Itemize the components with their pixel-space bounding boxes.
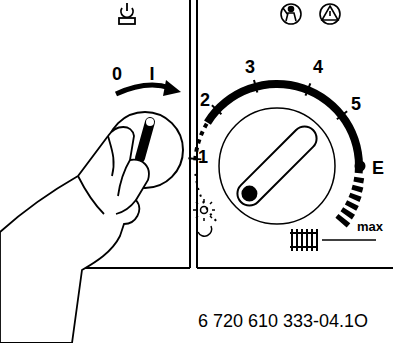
- hand: [0, 127, 149, 343]
- switch-position-off: 0: [112, 65, 122, 83]
- scale-dash: [349, 193, 362, 202]
- dial-number: 1: [198, 148, 208, 166]
- scale-dot-marker: [355, 161, 366, 172]
- dial-setting: max: [357, 220, 383, 233]
- power-symbol: [119, 3, 135, 24]
- switch-arrow: [116, 80, 181, 96]
- dial-number: 2: [200, 91, 210, 109]
- panel-divider: [189, 0, 191, 268]
- scale-dot: [199, 194, 202, 197]
- figure-number: 6 720 610 333-04.1O: [198, 312, 368, 330]
- dial-knob: [219, 108, 335, 224]
- dial-number: 4: [313, 58, 323, 76]
- scale-tick: [337, 111, 347, 119]
- scale-band: [204, 80, 363, 173]
- scale-dot: [197, 188, 200, 191]
- scale-dash: [203, 123, 209, 129]
- panel-edge: [197, 267, 393, 269]
- scale-dot: [209, 213, 212, 216]
- day-night-symbol: [193, 199, 215, 236]
- scale-dash: [353, 177, 364, 184]
- scale-dash: [335, 214, 350, 228]
- dial-setting: E: [372, 159, 384, 177]
- scale-tick: [254, 80, 257, 93]
- scale-dash: [345, 200, 359, 211]
- dial-number: 3: [245, 58, 255, 76]
- switch-position-on: I: [149, 65, 154, 83]
- dial-number: 5: [351, 95, 361, 113]
- scale-dot: [194, 174, 196, 176]
- dial-pointer: [232, 121, 321, 210]
- scale-dash: [199, 131, 204, 137]
- scale-dash: [351, 185, 363, 193]
- scale-tick: [305, 83, 310, 95]
- scale-dash: [196, 139, 201, 144]
- warning-triangle-icon: [320, 4, 340, 24]
- panel-divider: [196, 0, 198, 268]
- chimney-sweep-icon: [281, 4, 301, 24]
- scale-tick: [212, 105, 222, 114]
- switch-grip: [140, 122, 150, 158]
- dial-scale: [188, 80, 365, 228]
- scale-dot: [214, 219, 217, 222]
- scale-dot: [195, 181, 197, 183]
